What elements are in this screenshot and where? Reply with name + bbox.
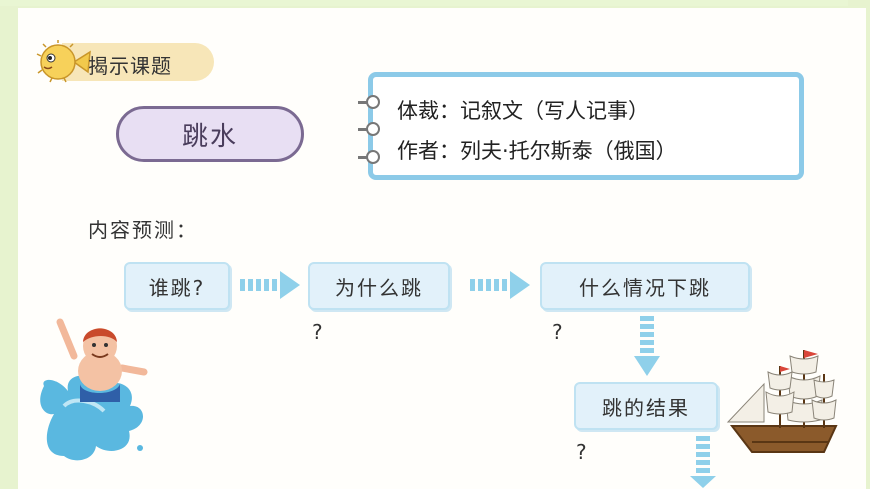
pufferfish-icon	[36, 40, 91, 83]
flow-step-why-label: 为什么跳	[335, 275, 423, 300]
lesson-title: 跳水	[181, 121, 238, 152]
flow-step-situation-question: ?	[552, 320, 563, 344]
prediction-label: 内容预测：	[88, 218, 198, 242]
arrow-right-icon	[470, 271, 530, 299]
lesson-title-pill: 跳水	[116, 106, 304, 162]
author-line: 作者：列夫·托尔斯泰（俄国）	[397, 139, 677, 163]
flow-step-result-label: 跳的结果	[602, 395, 690, 420]
genre-line: 体裁：记叙文（写人记事）	[397, 99, 649, 123]
arrow-down-icon	[690, 436, 716, 488]
flow-step-why-question: ?	[312, 320, 323, 344]
top-strip	[0, 0, 848, 6]
flow-step-situation-label: 什么情况下跳	[579, 275, 711, 300]
flow-step-situation: 什么情况下跳	[540, 262, 750, 310]
info-card: 体裁：记叙文（写人记事） 作者：列夫·托尔斯泰（俄国）	[368, 72, 804, 180]
header-tag: 揭示课题	[34, 40, 220, 84]
header-tag-label: 揭示课题	[88, 54, 172, 78]
flow-step-why: 为什么跳	[308, 262, 450, 310]
flow-step-who: 谁跳?	[124, 262, 230, 310]
flow-step-result-question: ?	[576, 440, 587, 464]
flow-step-result: 跳的结果	[574, 382, 718, 430]
sailing-ship-illustration	[726, 350, 838, 453]
arrow-down-icon	[634, 316, 660, 376]
flow-step-who-label: 谁跳?	[148, 275, 206, 300]
arrow-right-icon	[240, 271, 300, 299]
swimmer-boy-illustration	[40, 318, 148, 461]
